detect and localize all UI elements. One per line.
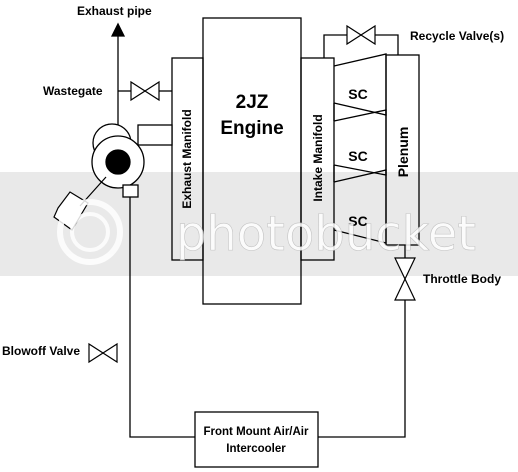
plenum (385, 54, 420, 246)
supercharger-1 (333, 53, 387, 116)
intake-manifold-label: Intake Manifold (311, 114, 325, 201)
engine-label-line2: Engine (220, 118, 283, 139)
exhaust-manifold-label: Exhaust Manifold (180, 109, 194, 208)
turbo-manifold-flange (137, 124, 173, 146)
wastegate-valve (130, 80, 160, 102)
supercharger-1-label: SC (348, 86, 367, 102)
turbocharger (91, 123, 173, 198)
engine-label-line1: 2JZ (236, 92, 269, 113)
supercharger-3-label: SC (348, 213, 367, 229)
intake-manifold (300, 57, 335, 261)
throttle-body-label: Throttle Body (423, 272, 501, 286)
wastegate-label: Wastegate (43, 84, 103, 98)
exhaust-arrow-head (110, 22, 126, 37)
charge-pipe (129, 195, 406, 438)
exhaust-pipe (110, 22, 126, 125)
intercooler (194, 411, 319, 468)
turbo-hub (105, 149, 131, 175)
supercharger-2 (333, 109, 387, 176)
exhaust-manifold (171, 57, 204, 261)
throttle-body (394, 257, 416, 301)
recycle-valve-label: Recycle Valve(s) (410, 29, 504, 43)
watermark-logo (57, 199, 123, 265)
exhaust-pipe-label: Exhaust pipe (77, 4, 152, 18)
turbo-compressor-outlet (122, 184, 139, 198)
blowoff-valve (88, 342, 118, 364)
recycle-valve (346, 24, 376, 46)
watermark (0, 172, 518, 276)
recycle-line (323, 34, 399, 58)
intercooler-label-line1: Front Mount Air/Air (204, 426, 309, 438)
watermark-band (0, 172, 518, 276)
blowoff-valve-label: Blowoff Valve (2, 344, 80, 358)
watermark-text: photobucket (176, 206, 476, 262)
supercharger-2-label: SC (348, 148, 367, 164)
plenum-label: Plenum (395, 127, 411, 178)
intercooler-label-line2: Intercooler (226, 443, 286, 455)
